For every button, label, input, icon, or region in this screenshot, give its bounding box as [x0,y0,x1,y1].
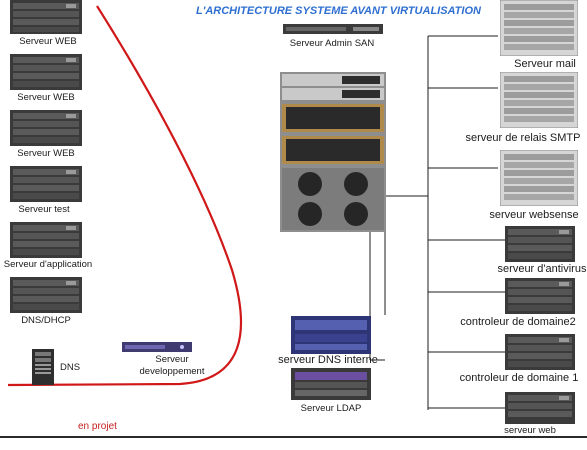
dns-interne-label: serveur DNS interne [278,354,378,366]
diagram-title: L'ARCHITECTURE SYSTEME AVANT VIRTUALISAT… [196,5,481,17]
right-server-websense [500,150,578,206]
blade-server-icon [500,150,578,206]
admin-san-server [283,24,383,34]
left-server-3 [10,110,82,146]
left-server-label: Serveur WEB [17,92,75,103]
server-tower-icon [505,334,575,370]
rack-server-icon [122,342,192,352]
server-tower-icon [505,392,575,424]
server-tower-icon [505,278,575,314]
left-server-2 [10,54,82,90]
left-server-6 [10,277,82,313]
right-server-dc2 [505,278,575,314]
right-server-smtp [500,72,578,128]
storage-array [280,72,386,232]
right-server-web [505,392,575,424]
right-server-label: controleur de domaine 1 [459,372,579,384]
right-server-label: controleur de domaine2 [460,316,576,328]
blade-server-icon [500,0,578,56]
right-server-dc1 [505,334,575,370]
rack-server-icon [291,368,371,400]
blade-server-icon [500,72,578,128]
left-server-label: Serveur d'application [3,259,93,270]
server-tower-icon [10,0,82,34]
right-server-label: serveur de relais SMTP [465,132,581,144]
server-tower-icon [10,277,82,313]
projet-boundary-line [7,5,243,387]
dev-server [122,342,192,352]
dns-interne-server [291,316,371,354]
right-server-antivirus [505,226,575,262]
ldap-label: Serveur LDAP [300,403,362,414]
server-tower-icon [10,54,82,90]
rack-server-icon [291,316,371,354]
right-server-label: serveur web [504,425,556,436]
left-server-label: Serveur test [18,204,70,215]
dev-server-label-2: developpement [139,366,205,377]
left-server-label: Serveur WEB [19,36,77,47]
left-server-5 [10,222,82,258]
dns-label: DNS [60,362,81,373]
left-server-label: DNS/DHCP [21,315,71,326]
right-server-label: serveur websense [489,209,579,221]
left-server-1 [10,0,82,34]
bottom-border-line [0,436,587,438]
admin-san-label: Serveur Admin SAN [289,38,375,49]
storage-rack-icon [280,72,386,232]
tower-pc-icon [32,349,54,385]
right-server-mail [500,0,578,56]
right-server-label: Serveur mail [514,58,576,70]
left-server-label: Serveur WEB [17,148,75,159]
left-server-4 [10,166,82,202]
ldap-server [291,368,371,400]
dns-tower [32,349,54,385]
server-tower-icon [505,226,575,262]
en-projet-label: en projet [78,421,117,432]
right-server-label: serveur d'antivirus [497,263,587,275]
rack-server-icon [283,24,383,34]
server-tower-icon [10,166,82,202]
server-tower-icon [10,222,82,258]
server-tower-icon [10,110,82,146]
dev-server-label-1: Serveur [155,354,189,365]
